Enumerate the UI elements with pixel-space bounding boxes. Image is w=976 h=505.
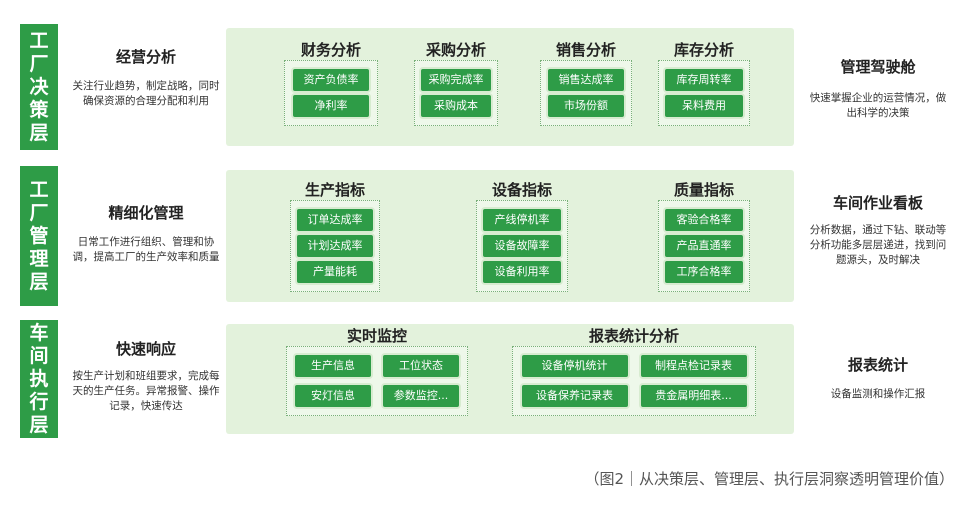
metric-chip: 安灯信息 bbox=[295, 385, 371, 407]
layer-label: 工厂决策层 bbox=[20, 24, 58, 150]
metric-chip: 销售达成率 bbox=[548, 69, 624, 91]
layer-management: 工厂管理层 精细化管理 日常工作进行组织、管理和协调，提高工厂的生产效率和质量 … bbox=[20, 166, 956, 306]
metric-chip: 采购完成率 bbox=[421, 69, 491, 91]
right-title: 车间作业看板 bbox=[832, 194, 923, 212]
metric-group: 销售分析 销售达成率 市场份额 bbox=[540, 40, 632, 126]
metric-chip: 产量能耗 bbox=[297, 261, 373, 283]
metric-chip: 资产负债率 bbox=[293, 69, 369, 91]
metric-chip: 设备利用率 bbox=[483, 261, 561, 283]
metric-group: 实时监控 生产信息 工位状态 安灯信息 参数监控... bbox=[286, 326, 468, 416]
right-desc: 设备监测和操作汇报 bbox=[830, 388, 926, 400]
layer-decision: 工厂决策层 经营分析 关注行业趋势，制定战略，同时确保资源的合理分配和利用 财务… bbox=[20, 24, 956, 150]
left-title: 精细化管理 bbox=[108, 204, 184, 222]
metric-group: 质量指标 客验合格率 产品直通率 工序合格率 bbox=[658, 180, 750, 292]
metric-chip: 计划达成率 bbox=[297, 235, 373, 257]
metric-chip: 净利率 bbox=[293, 95, 369, 117]
metric-group: 报表统计分析 设备停机统计 制程点检记录表 设备保养记录表 贵金属明细表... bbox=[512, 326, 756, 416]
right-title: 报表统计 bbox=[847, 356, 908, 374]
metric-chip: 呆料费用 bbox=[665, 95, 743, 117]
metric-group: 生产指标 订单达成率 计划达成率 产量能耗 bbox=[290, 180, 380, 292]
right-panel: 车间作业看板 分析数据，通过下钻、联动等分析功能多层层递进，找到问题源头，及时解… bbox=[800, 166, 956, 306]
metrics-panel: 财务分析 资产负债率 净利率 采购分析 采购完成率 采购成本 销售分析 销售达成… bbox=[226, 28, 794, 146]
metric-chip: 客验合格率 bbox=[665, 209, 743, 231]
right-panel: 管理驾驶舱 快速掌握企业的运营情况，做出科学的决策 bbox=[800, 24, 956, 150]
metrics-panel: 生产指标 订单达成率 计划达成率 产量能耗 设备指标 产线停机率 设备故障率 设… bbox=[226, 170, 794, 302]
metric-chip: 设备停机统计 bbox=[521, 355, 628, 377]
metric-chip: 参数监控... bbox=[383, 385, 459, 407]
left-panel: 精细化管理 日常工作进行组织、管理和协调，提高工厂的生产效率和质量 bbox=[66, 166, 226, 306]
left-panel: 快速响应 按生产计划和班组要求，完成每天的生产任务。异常报警、操作记录，快速传达 bbox=[66, 320, 226, 438]
metric-chip: 工位状态 bbox=[383, 355, 459, 377]
metric-chip: 贵金属明细表... bbox=[640, 385, 747, 407]
metric-chip: 库存周转率 bbox=[665, 69, 743, 91]
right-desc: 快速掌握企业的运营情况，做出科学的决策 bbox=[809, 92, 947, 119]
layer-execution: 车间执行层 快速响应 按生产计划和班组要求，完成每天的生产任务。异常报警、操作记… bbox=[20, 320, 956, 438]
metric-group: 设备指标 产线停机率 设备故障率 设备利用率 bbox=[476, 180, 568, 292]
right-desc: 分析数据，通过下钻、联动等分析功能多层层递进，找到问题源头，及时解决 bbox=[809, 224, 947, 266]
metric-group: 采购分析 采购完成率 采购成本 bbox=[414, 40, 498, 126]
metric-chip: 产品直通率 bbox=[665, 235, 743, 257]
metric-chip: 生产信息 bbox=[295, 355, 371, 377]
right-panel: 报表统计 设备监测和操作汇报 bbox=[800, 320, 956, 438]
metrics-panel: 实时监控 生产信息 工位状态 安灯信息 参数监控... 报表统计分析 设备停机统… bbox=[226, 324, 794, 434]
left-desc: 按生产计划和班组要求，完成每天的生产任务。异常报警、操作记录，快速传达 bbox=[72, 370, 220, 412]
metric-chip: 市场份额 bbox=[548, 95, 624, 117]
left-title: 快速响应 bbox=[115, 340, 176, 358]
metric-chip: 工序合格率 bbox=[665, 261, 743, 283]
figure-caption: （图2｜从决策层、管理层、执行层洞察透明管理价值） bbox=[584, 470, 954, 488]
layer-label: 工厂管理层 bbox=[20, 166, 58, 306]
left-desc: 关注行业趋势，制定战略，同时确保资源的合理分配和利用 bbox=[72, 80, 220, 107]
metric-chip: 订单达成率 bbox=[297, 209, 373, 231]
metric-chip: 制程点检记录表 bbox=[640, 355, 747, 377]
metric-chip: 设备故障率 bbox=[483, 235, 561, 257]
metric-group: 库存分析 库存周转率 呆料费用 bbox=[658, 40, 750, 126]
left-panel: 经营分析 关注行业趋势，制定战略，同时确保资源的合理分配和利用 bbox=[66, 24, 226, 150]
left-title: 经营分析 bbox=[115, 48, 176, 66]
metric-chip: 采购成本 bbox=[421, 95, 491, 117]
metric-group: 财务分析 资产负债率 净利率 bbox=[284, 40, 378, 126]
metric-chip: 产线停机率 bbox=[483, 209, 561, 231]
right-title: 管理驾驶舱 bbox=[840, 58, 916, 76]
metric-chip: 设备保养记录表 bbox=[521, 385, 628, 407]
layer-label: 车间执行层 bbox=[20, 320, 58, 438]
left-desc: 日常工作进行组织、管理和协调，提高工厂的生产效率和质量 bbox=[72, 236, 220, 263]
